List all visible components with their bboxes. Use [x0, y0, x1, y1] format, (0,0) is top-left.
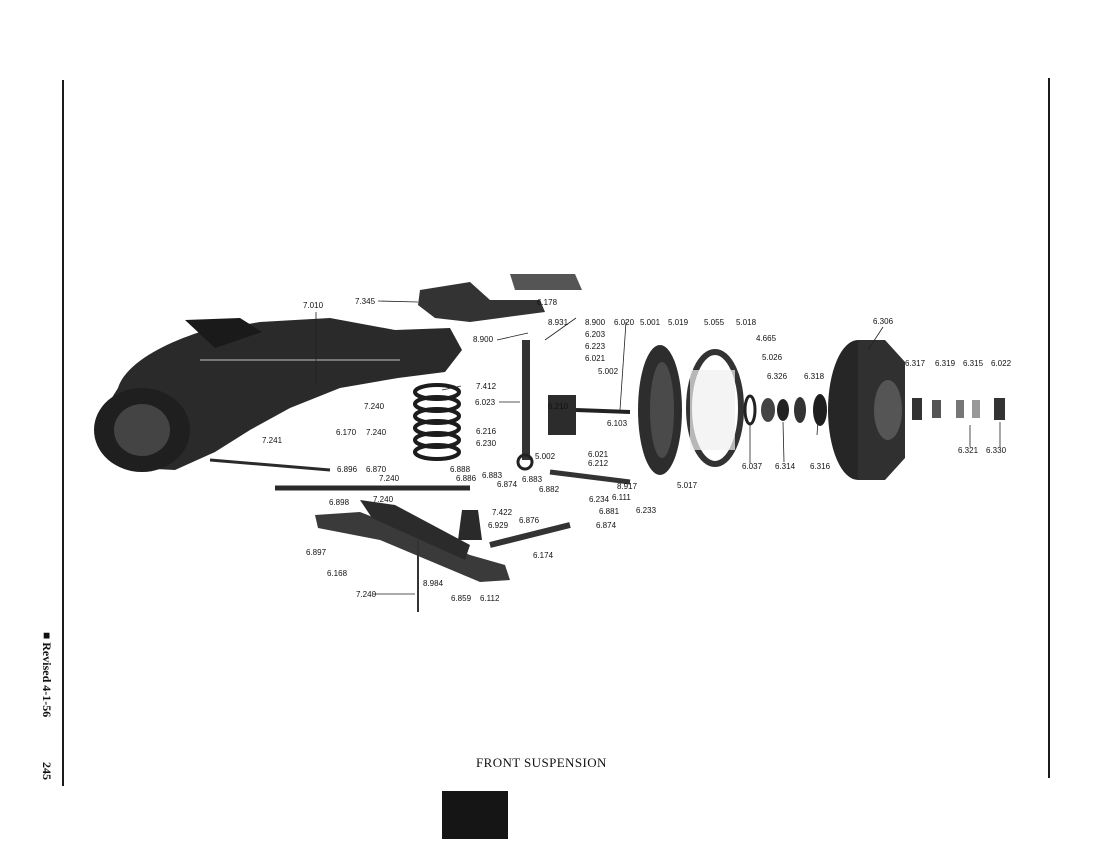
part-label: 6.859 [451, 594, 472, 603]
shock-absorber [417, 510, 482, 612]
part-label: 5.001 [640, 318, 661, 327]
part-label: 6.230 [476, 439, 497, 448]
part-label: 6.037 [742, 462, 763, 471]
part-label: 6.170 [336, 428, 357, 437]
part-label: 6.896 [337, 465, 358, 474]
part-label: 6.210 [548, 402, 569, 411]
part-label: 6.883 [482, 471, 503, 480]
steering-knuckle [516, 340, 631, 471]
section-tab [442, 791, 508, 839]
part-label: 7.412 [476, 382, 497, 391]
part-label: 6.112 [480, 594, 500, 603]
right-border-rule [1048, 78, 1050, 778]
part-label: 5.018 [736, 318, 757, 327]
brake-shoes [686, 349, 744, 467]
part-label: 6.318 [804, 372, 825, 381]
part-label: 7.240 [366, 428, 387, 437]
part-label: 6.020 [614, 318, 635, 327]
part-label: 4.665 [756, 334, 777, 343]
part-label: 6.174 [533, 551, 554, 560]
crossmember-frame [94, 318, 462, 472]
part-label: 6.330 [986, 446, 1007, 455]
coil-spring [413, 383, 461, 461]
part-label: 7.240 [373, 495, 394, 504]
part-label: 6.212 [588, 459, 609, 468]
tie-rod [489, 469, 631, 548]
brake-backing-plate [638, 345, 682, 475]
part-label: 6.111 [612, 493, 631, 502]
part-label: 6.317 [905, 359, 926, 368]
figure-caption: FRONT SUSPENSION [476, 755, 607, 770]
part-label: 6.216 [476, 427, 497, 436]
part-label: 6.316 [810, 462, 831, 471]
part-label: 6.319 [935, 359, 956, 368]
part-label: 8.900 [585, 318, 606, 327]
part-label: 6.870 [366, 465, 387, 474]
part-label: 7.422 [492, 508, 513, 517]
part-label: 5.019 [668, 318, 689, 327]
part-label: 5.055 [704, 318, 725, 327]
part-label: 8.931 [548, 318, 569, 327]
part-label: 6.103 [607, 419, 628, 428]
part-label: 6.321 [958, 446, 979, 455]
part-label: 7.240 [379, 474, 400, 483]
part-label: 5.017 [677, 481, 698, 490]
part-label: 6.314 [775, 462, 796, 471]
part-label: 6.023 [475, 398, 496, 407]
part-label: 6.223 [585, 342, 606, 351]
part-label: 8.900 [473, 335, 494, 344]
part-labels: 7.010 7.345 6.178 8.931 8.900 8.900 6.20… [262, 297, 1012, 603]
part-label: 6.233 [636, 506, 657, 515]
bearing-set [743, 394, 827, 426]
part-label: 6.315 [963, 359, 984, 368]
part-label: 5.002 [535, 452, 556, 461]
part-label: 6.898 [329, 498, 350, 507]
part-label: 6.886 [456, 474, 477, 483]
part-label: 6.881 [599, 507, 620, 516]
part-label: 7.241 [262, 436, 283, 445]
part-label: 6.234 [589, 495, 610, 504]
leader-lines [315, 300, 1001, 595]
part-label: 6.306 [873, 317, 894, 326]
part-label: 7.240 [364, 402, 385, 411]
part-label: 7.345 [355, 297, 376, 306]
stabilizer-bar [209, 458, 470, 491]
part-label: 6.203 [585, 330, 606, 339]
hub-hardware [912, 398, 1005, 420]
part-label: 6.178 [537, 298, 558, 307]
part-label: 6.022 [991, 359, 1012, 368]
brake-drum [828, 340, 905, 480]
part-label: 6.876 [519, 516, 540, 525]
part-label: 8.917 [617, 482, 638, 491]
part-label: 6.874 [497, 480, 518, 489]
part-label: 8.984 [423, 579, 444, 588]
lower-control-arm [315, 500, 510, 582]
part-label: 6.874 [596, 521, 617, 530]
left-border-rule [62, 80, 64, 786]
part-label: 6.021 [585, 354, 606, 363]
part-label: 6.888 [450, 465, 471, 474]
part-label: 7.240 [356, 590, 377, 599]
part-label: 6.929 [488, 521, 509, 530]
part-label: 7.010 [303, 301, 324, 310]
upper-control-arm [418, 274, 582, 322]
part-label: 6.326 [767, 372, 788, 381]
part-label: 6.882 [539, 485, 560, 494]
part-label: 6.897 [306, 548, 327, 557]
part-label: 6.883 [522, 475, 543, 484]
part-label: 6.021 [588, 450, 609, 459]
part-label: 5.002 [598, 367, 619, 376]
part-label: 6.168 [327, 569, 348, 578]
part-label: 5.026 [762, 353, 783, 362]
